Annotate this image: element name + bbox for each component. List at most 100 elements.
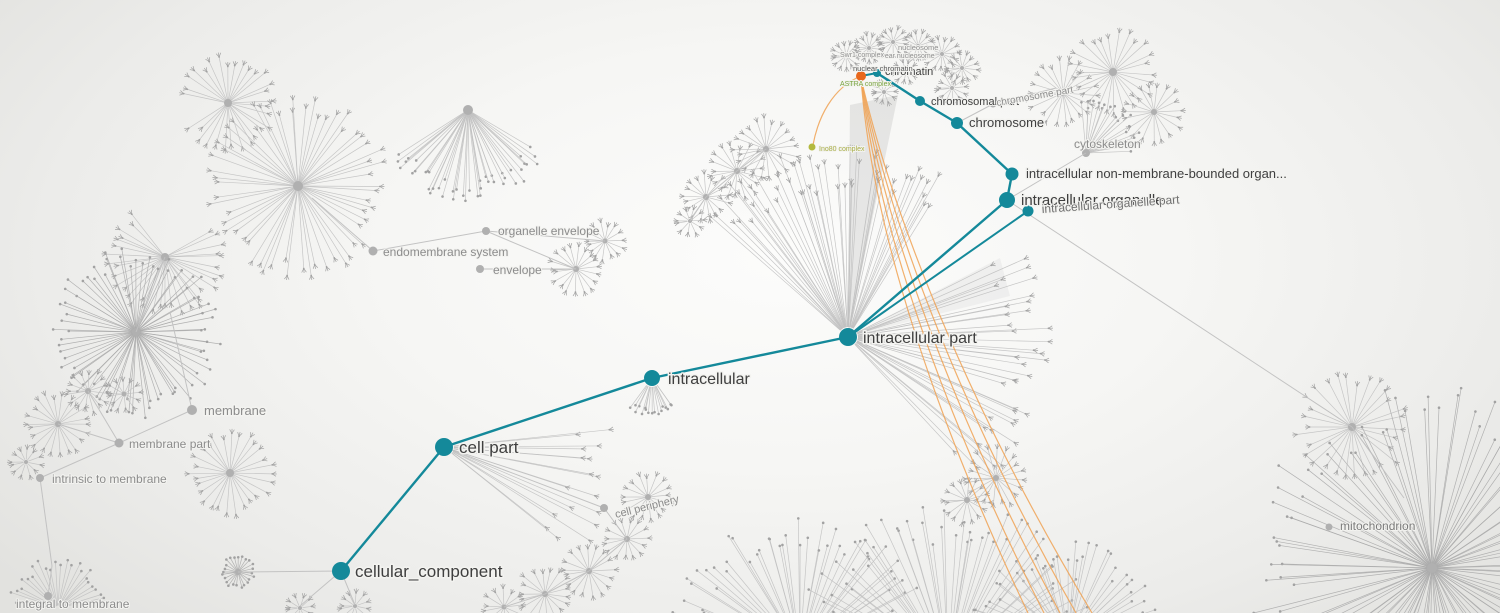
gray-edges-layer (39, 87, 1405, 608)
cluster-center-node[interactable] (993, 475, 999, 481)
cluster-center-node[interactable] (293, 181, 303, 191)
node-astra-complex[interactable] (848, 80, 854, 86)
cluster-center-node[interactable] (964, 497, 970, 503)
cluster-center-node[interactable] (950, 86, 954, 90)
burst-cluster (583, 217, 628, 265)
burst-cluster (6, 444, 45, 481)
node-integral-to-membrane[interactable] (44, 592, 52, 600)
cluster-center-node[interactable] (463, 105, 473, 115)
cluster-center-node[interactable] (1060, 90, 1066, 96)
label-nucleosome[interactable]: nucleosome (897, 42, 939, 53)
burst-cluster (63, 369, 112, 417)
node-cellular-component[interactable] (332, 562, 350, 580)
burst-cluster (673, 204, 708, 238)
node-chromosome[interactable] (951, 117, 963, 129)
node-chromosome-part[interactable] (989, 100, 997, 108)
burst-cluster (1252, 386, 1500, 613)
node-endomembrane-system[interactable] (368, 246, 378, 256)
burst-cluster (620, 471, 675, 524)
cluster-center-node[interactable] (353, 604, 357, 608)
node-envelope[interactable] (476, 265, 484, 273)
label-intracellular-part[interactable]: intracellular part (862, 329, 979, 349)
cluster-center-node[interactable] (645, 494, 651, 500)
cluster-center-node[interactable] (940, 52, 944, 56)
cluster-center-node[interactable] (916, 44, 920, 48)
node-membrane-part[interactable] (114, 438, 124, 448)
burst-cluster (1024, 55, 1101, 128)
node-ino80-complex[interactable] (808, 143, 816, 151)
cluster-center-node[interactable] (224, 99, 232, 107)
cluster-center-node[interactable] (867, 46, 871, 50)
cluster-center-node[interactable] (24, 460, 28, 464)
nodes-layer (36, 69, 1333, 600)
cluster-center-node[interactable] (1109, 68, 1117, 76)
burst-cluster (206, 94, 387, 281)
label-astra-complex[interactable]: ASTRA complex (839, 80, 892, 89)
label-swr1-complex[interactable]: Swr1 complex (839, 51, 885, 60)
cluster-center-node[interactable] (1151, 109, 1157, 115)
burst-cluster (807, 506, 1089, 613)
node-mitochondrion[interactable] (1325, 523, 1333, 531)
node-intracellular-organelle[interactable] (999, 192, 1015, 208)
node-intrinsic-to-membrane[interactable] (36, 474, 44, 482)
label-intracellular-non-membrane-bounded-organ[interactable]: intracellular non-membrane-bounded organ… (1025, 165, 1289, 183)
cluster-center-node[interactable] (960, 66, 964, 70)
node-cell-part[interactable] (435, 438, 453, 456)
node-chromatin[interactable] (873, 69, 881, 77)
node-intracellular-part[interactable] (839, 328, 857, 346)
graph-edge (39, 442, 120, 479)
burst-cluster (671, 517, 919, 613)
graph-edge (118, 409, 193, 444)
cluster-center-node[interactable] (844, 54, 848, 58)
cluster-center-node[interactable] (904, 70, 908, 74)
node-intracellular[interactable] (644, 370, 660, 386)
label-membrane[interactable]: membrane (203, 402, 268, 420)
burst-cluster (336, 588, 372, 613)
label-nuclear-chromatin[interactable]: nuclear chromatin (852, 63, 914, 74)
graph-edge (57, 423, 120, 444)
graph-edge (588, 538, 628, 572)
cluster-center-node[interactable] (1427, 563, 1437, 573)
node-intracellular-non-membrane-bounded-organel[interactable] (1005, 167, 1019, 181)
label-envelope[interactable]: envelope (492, 262, 543, 278)
label-endomembrane-system[interactable]: endomembrane system (382, 244, 509, 260)
label-chromosomal-part[interactable]: chromosomal part (930, 95, 1020, 109)
label-cytoskeleton[interactable]: cytoskeleton (1073, 136, 1142, 152)
label-intracellular[interactable]: intracellular (667, 370, 752, 390)
orange-edges-layer (812, 75, 1093, 613)
cluster-center-node[interactable] (882, 90, 886, 94)
node-nuclear-chromatin[interactable] (856, 71, 866, 81)
cluster-center-node[interactable] (226, 469, 234, 477)
node-cell-periphery[interactable] (600, 504, 608, 512)
label-cell-part[interactable]: cell part (458, 437, 521, 459)
graph-edge (689, 196, 707, 222)
label-nuclear-nucleosome[interactable]: nuclear nucleosome (871, 52, 936, 61)
cluster-center-node[interactable] (298, 606, 302, 610)
graph-edge (603, 507, 628, 540)
node-chromosomal-part[interactable] (915, 96, 925, 106)
burst-cluster (9, 558, 106, 609)
node-intracellular-organelle-part[interactable] (1022, 205, 1034, 217)
burst-cluster (560, 544, 620, 601)
label-chromatin[interactable]: chromatin (884, 65, 934, 79)
highlighted-orange-edge (860, 77, 1045, 613)
cluster-center-node[interactable] (121, 391, 127, 397)
label-ino80-complex[interactable]: Ino80 complex (818, 145, 866, 154)
burst-cluster (933, 71, 970, 105)
node-organelle-envelope[interactable] (482, 227, 490, 235)
label-integral-to-membrane[interactable]: integral to membrane (15, 596, 131, 612)
graph-edge (1351, 426, 1405, 499)
label-intracellular-organelle[interactable]: intracellular organelle (1020, 191, 1166, 211)
label-chromosome[interactable]: chromosome (968, 114, 1046, 132)
graph-edge (485, 230, 606, 242)
label-cellular-component[interactable]: cellular_component (354, 561, 505, 583)
label-intrinsic-to-membrane[interactable]: intrinsic to membrane (51, 471, 168, 487)
label-membrane-part[interactable]: membrane part (128, 436, 212, 452)
cluster-center-node[interactable] (891, 40, 895, 44)
burst-cluster (518, 567, 571, 613)
node-membrane[interactable] (187, 405, 197, 415)
label-organelle-envelope[interactable]: organelle envelope (497, 223, 601, 239)
label-mitochondrion[interactable]: mitochondrion (1339, 518, 1416, 534)
